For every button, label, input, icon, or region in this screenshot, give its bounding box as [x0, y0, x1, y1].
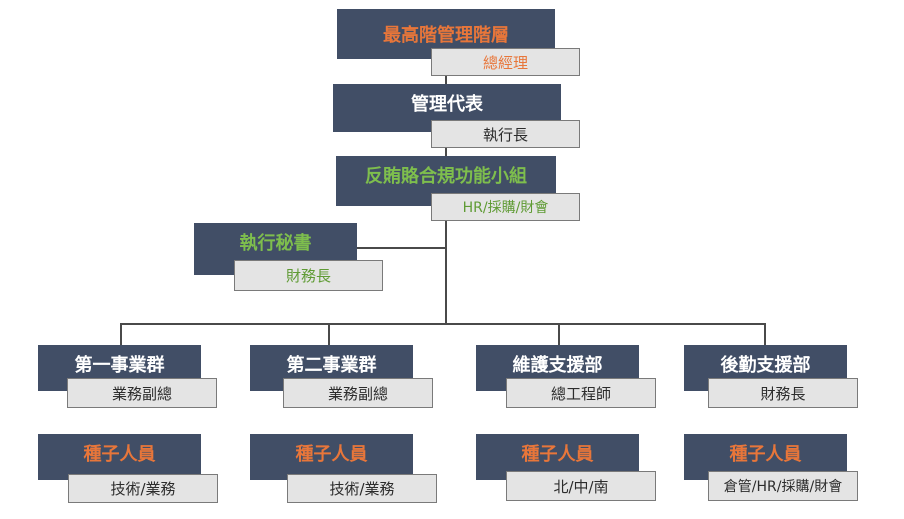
division-sub-label: 業務副總 — [327, 384, 388, 403]
seed-staff-title: 種子人員 — [729, 444, 802, 465]
seed-staff-sub-label: 北/中/南 — [553, 477, 609, 496]
division-title: 第二事業群 — [286, 355, 377, 376]
seed-staff-sub: 技術/業務 — [287, 474, 437, 503]
compliance-sub-label: HR/採購/財會 — [462, 200, 549, 216]
secretary-sub: 財務長 — [234, 260, 383, 291]
connector-secretary — [357, 247, 446, 249]
seed-staff-title: 種子人員 — [295, 444, 368, 465]
connector-main-trunk — [445, 221, 447, 324]
division-sub: 業務副總 — [283, 378, 433, 408]
seed-staff-title: 種子人員 — [521, 444, 594, 465]
division-title: 維護支援部 — [512, 355, 603, 376]
connector-rep-to-compliance — [445, 148, 447, 156]
seed-staff-box: 種子人員 — [250, 434, 413, 480]
division-sub-label: 財務長 — [760, 384, 806, 403]
division-sub: 總工程師 — [506, 378, 656, 408]
connector-division-3 — [558, 323, 560, 345]
seed-staff-sub-label: 技術/業務 — [329, 480, 395, 498]
connector-top-to-rep — [445, 76, 447, 84]
seed-staff-sub: 北/中/南 — [506, 471, 656, 501]
top-management-sub: 總經理 — [431, 48, 580, 76]
seed-staff-sub: 技術/業務 — [68, 474, 218, 503]
top-management-title: 最高階管理階層 — [383, 25, 509, 46]
division-title: 第一事業群 — [74, 355, 165, 376]
division-sub-label: 業務副總 — [111, 384, 172, 403]
secretary-sub-label: 財務長 — [285, 267, 331, 285]
division-sub-label: 總工程師 — [550, 384, 611, 403]
management-rep-title: 管理代表 — [411, 94, 483, 115]
connector-horizontal-bus — [120, 323, 766, 325]
secretary-title: 執行秘書 — [239, 233, 312, 254]
management-rep-sub: 執行長 — [431, 120, 580, 148]
connector-division-4 — [764, 323, 766, 345]
connector-division-2 — [328, 323, 330, 345]
seed-staff-sub-label: 技術/業務 — [110, 480, 176, 498]
division-title: 後勤支援部 — [720, 355, 811, 376]
seed-staff-sub-label: 倉管/HR/採購/財會 — [723, 479, 843, 495]
seed-staff-title: 種子人員 — [83, 444, 156, 465]
seed-staff-sub: 倉管/HR/採購/財會 — [708, 471, 858, 501]
compliance-sub: HR/採購/財會 — [431, 193, 580, 221]
management-rep-sub-label: 執行長 — [482, 125, 528, 144]
connector-division-1 — [120, 323, 122, 345]
division-sub: 財務長 — [708, 378, 858, 408]
compliance-title: 反賄賂合規功能小組 — [365, 166, 527, 187]
division-sub: 業務副總 — [67, 378, 217, 408]
seed-staff-box: 種子人員 — [38, 434, 201, 480]
top-management-sub-label: 總經理 — [482, 53, 528, 72]
